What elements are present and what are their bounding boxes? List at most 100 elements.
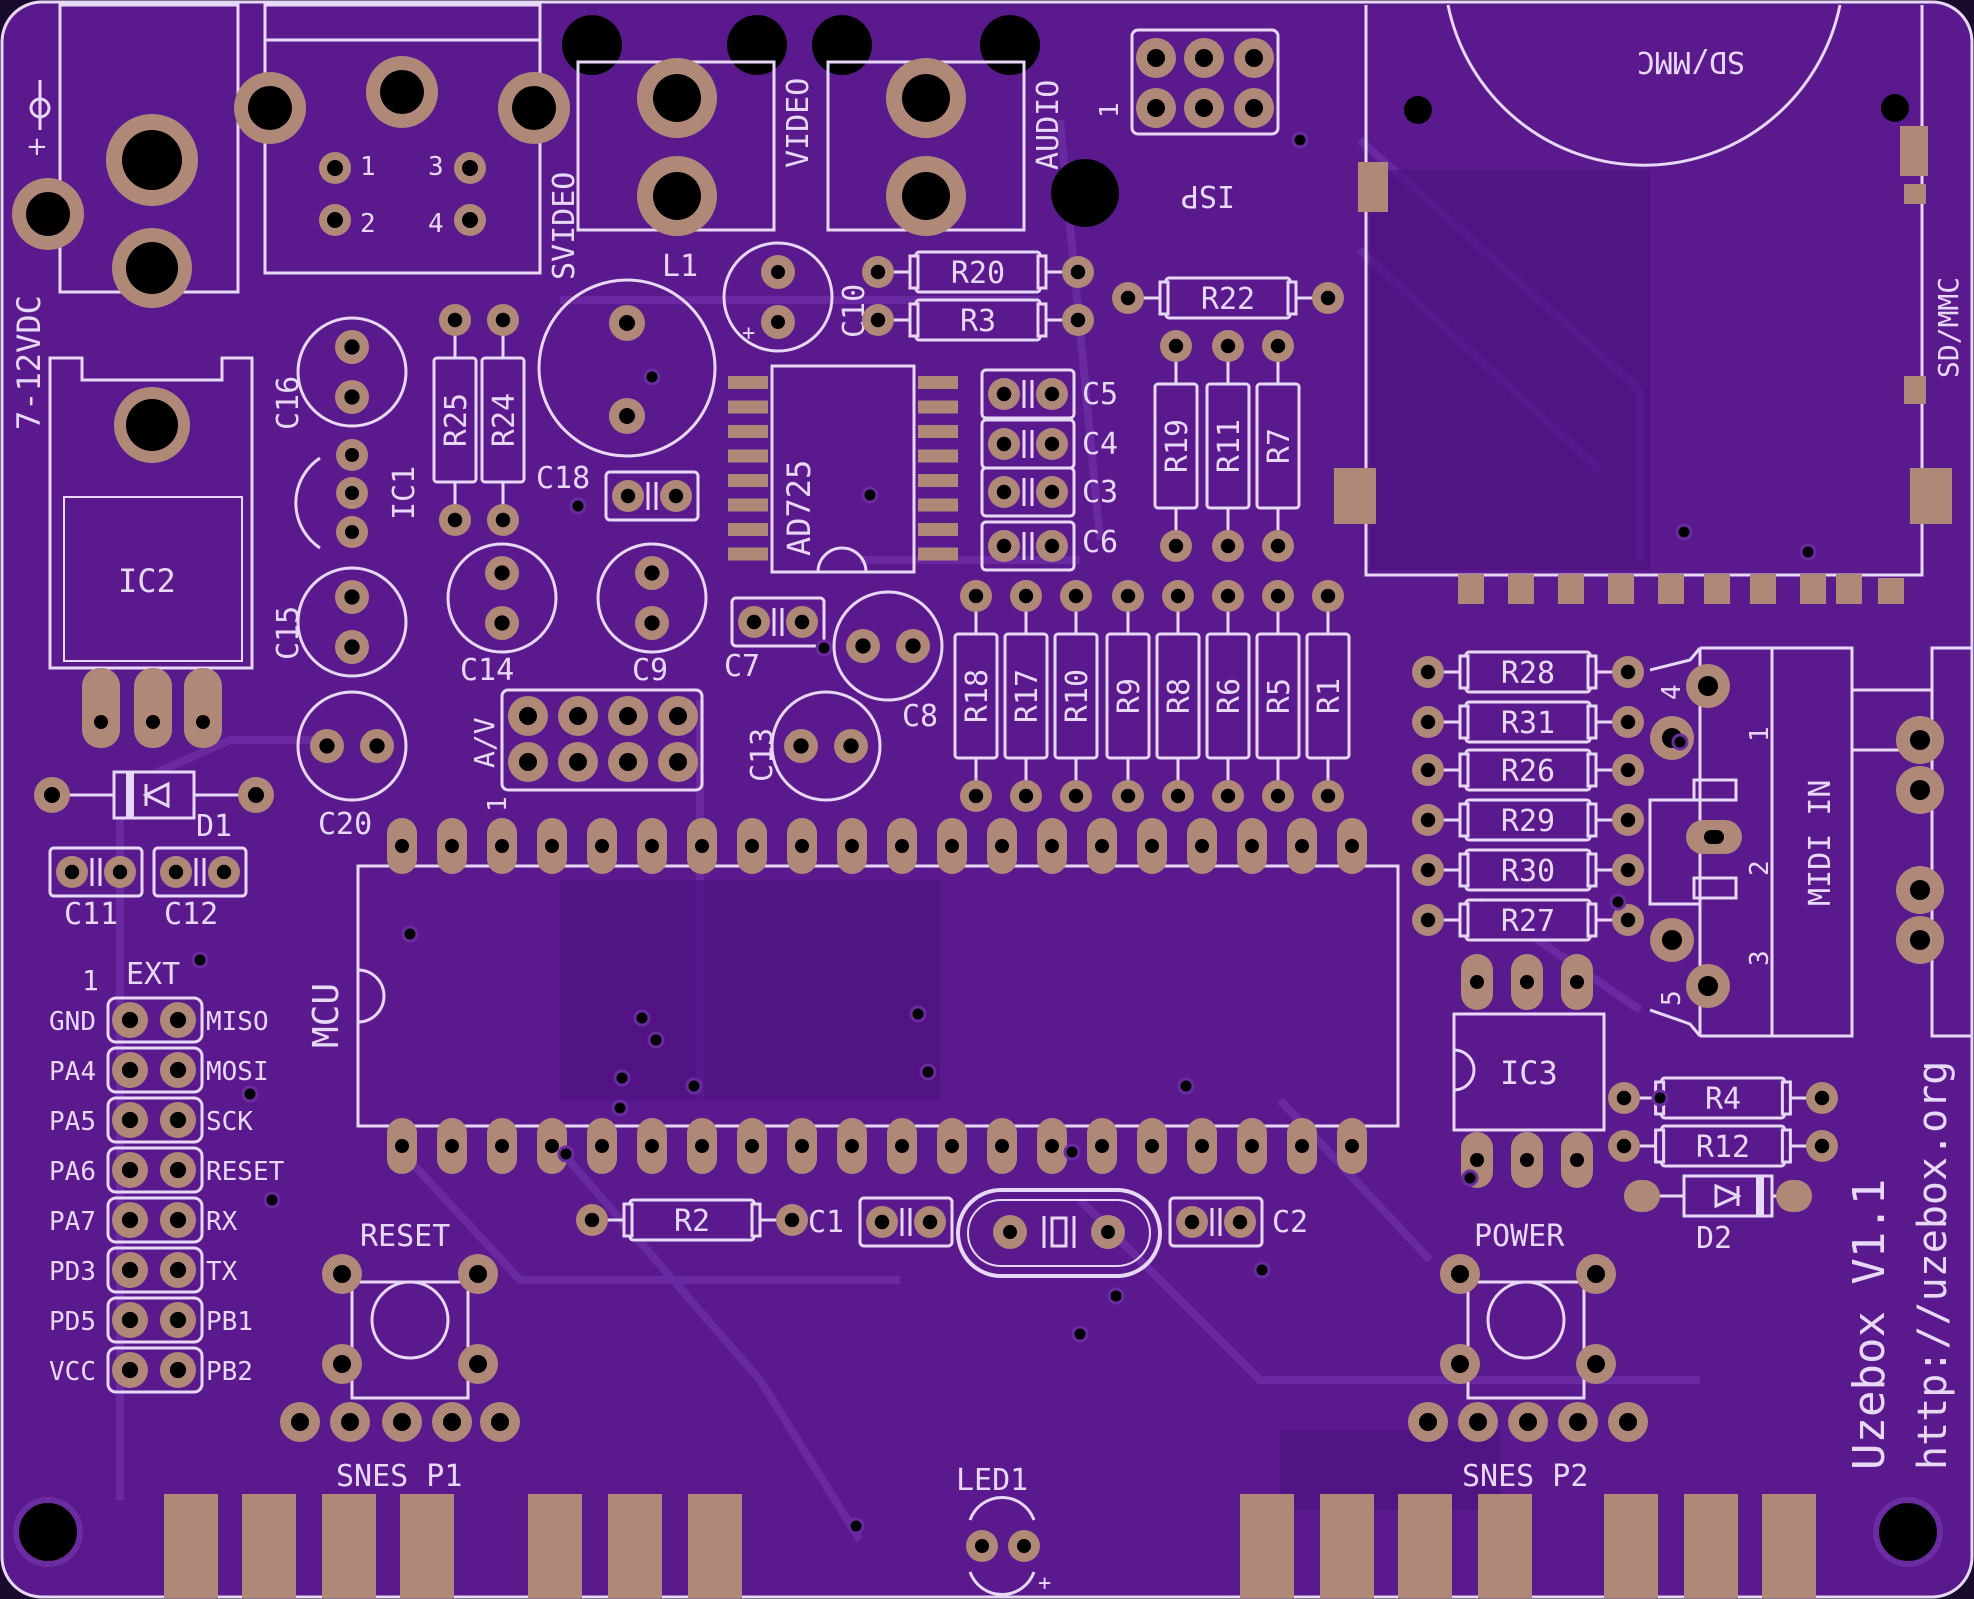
drill-hole	[695, 1139, 709, 1153]
drill-hole	[1620, 862, 1636, 878]
drill-hole	[169, 1011, 187, 1029]
ad725-chip: AD725	[728, 364, 958, 574]
drill-hole	[121, 1361, 139, 1379]
capacitor-c16: C16	[271, 316, 408, 430]
edge-pad	[688, 1494, 742, 1598]
edge-pad	[1478, 1494, 1532, 1598]
ext-row: VCC PB2	[49, 1346, 253, 1394]
drill-hole	[855, 638, 871, 654]
drill-hole	[1070, 264, 1086, 280]
drill-hole	[794, 614, 810, 630]
ic2-label: IC2	[118, 562, 176, 600]
drill-hole	[1814, 1138, 1830, 1154]
smd-pad	[918, 400, 958, 414]
drill-hole	[1245, 839, 1259, 853]
edge-pad	[1398, 1494, 1452, 1598]
smd-pad	[918, 474, 958, 487]
drill-hole	[644, 565, 660, 581]
edge-pad	[164, 1494, 218, 1598]
svideo-label: SVIDEO	[547, 172, 582, 280]
resistor-r26: R26	[1412, 748, 1644, 792]
drill-hole	[1044, 436, 1060, 452]
r11-label: R11	[1212, 419, 1247, 473]
drill-hole	[64, 864, 80, 880]
sdmmc-top-label: SD/MMC	[1637, 44, 1745, 79]
midi-pin3-label: 3	[1745, 950, 1775, 966]
drill-hole	[1620, 714, 1636, 730]
resistor-r19: R19	[1153, 330, 1199, 562]
drill-hole	[1616, 1138, 1632, 1154]
drill-hole	[1295, 1139, 1309, 1153]
resistor-r18: R18	[953, 580, 999, 812]
drill-hole	[1569, 1413, 1587, 1431]
edge-pad	[1604, 1494, 1658, 1598]
ext-pin-label-left: PA5	[49, 1107, 96, 1137]
drill-hole	[1270, 538, 1286, 554]
drill-hole	[1044, 484, 1060, 500]
diode-d2: D2	[1624, 1174, 1812, 1256]
drill-hole	[1220, 588, 1236, 604]
capacitor-c14: C14	[446, 542, 558, 688]
drill-hole	[121, 1111, 139, 1129]
drill-hole	[1620, 812, 1636, 828]
drill-hole	[845, 1139, 859, 1153]
ext-pin-label-left: VCC	[49, 1357, 96, 1387]
c2-label: C2	[1272, 1205, 1308, 1240]
edge-pad	[242, 1494, 296, 1598]
capacitor-c7: C7	[724, 596, 826, 684]
drill-hole	[1170, 788, 1186, 804]
r19-label: R19	[1160, 419, 1195, 473]
r20-label: R20	[951, 256, 1005, 291]
ext-pin-label-right: PB2	[206, 1357, 253, 1387]
via	[647, 1031, 665, 1049]
drill-hole	[1320, 290, 1336, 306]
svideo-pin-3-label: 3	[428, 152, 444, 182]
resistor-r8: R8	[1155, 580, 1201, 812]
resistor-r3: R3	[862, 298, 1094, 342]
drill-hole	[169, 1261, 187, 1279]
reset-button[interactable]: RESET	[322, 1219, 498, 1400]
via	[643, 368, 661, 386]
ext-pin-label-left: PD3	[49, 1257, 96, 1287]
via	[263, 1191, 281, 1209]
drill-hole	[1220, 788, 1236, 804]
drill-hole	[1044, 538, 1060, 554]
drill-hole	[1469, 1413, 1487, 1431]
smd-pad	[918, 425, 958, 438]
ext-pin-label-right: MISO	[206, 1007, 269, 1037]
uzebox-url: http://uzebox.org	[1910, 1061, 1956, 1470]
power-input-label: 7-12VDC	[10, 295, 48, 430]
drill-hole	[445, 839, 459, 853]
drill-hole	[1420, 762, 1436, 778]
resistor-r27: R27	[1412, 898, 1644, 942]
drill-hole	[968, 788, 984, 804]
drill-hole	[793, 738, 809, 754]
drill-hole	[996, 436, 1012, 452]
ext-pin-label-left: GND	[49, 1007, 96, 1037]
drill-hole	[569, 707, 587, 725]
power-button[interactable]: POWER	[1440, 1219, 1616, 1400]
drill-hole	[1220, 338, 1236, 354]
resistor-r11: R11	[1205, 330, 1251, 562]
drill-hole	[1420, 812, 1436, 828]
drill-hole	[519, 753, 537, 771]
capacitor-c2: C2	[1168, 1196, 1308, 1248]
crystal	[956, 1188, 1162, 1278]
c12-label: C12	[164, 897, 218, 932]
r29-label: R29	[1501, 804, 1555, 839]
smd-pad	[918, 449, 958, 463]
drill-hole	[1045, 839, 1059, 853]
drill-hole	[169, 1061, 187, 1079]
capacitor-c12: C12	[152, 846, 248, 932]
drill-hole	[795, 1139, 809, 1153]
drill-hole	[645, 1139, 659, 1153]
svideo-pin-2-label: 2	[360, 209, 376, 239]
led-plus-label: +	[1038, 1571, 1051, 1596]
drill-hole	[1120, 290, 1136, 306]
smd-pad	[728, 523, 768, 536]
r26-label: R26	[1501, 754, 1555, 789]
drill-hole	[945, 1139, 959, 1153]
